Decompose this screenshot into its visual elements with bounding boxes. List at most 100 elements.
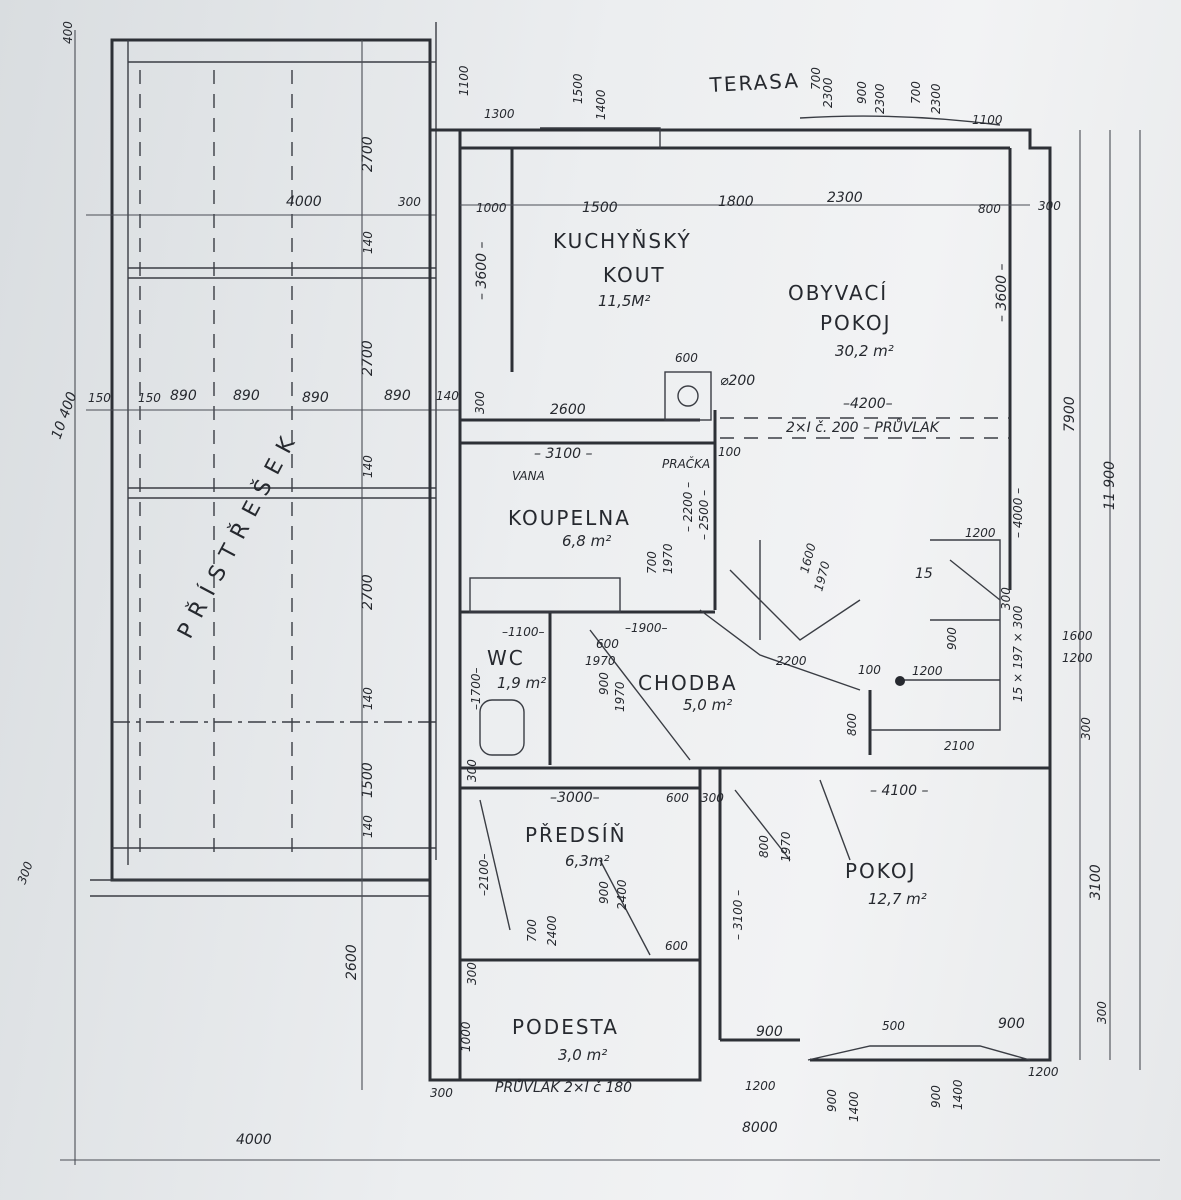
living-name-1: OBYVACÍ [788,281,888,305]
dim-600-w: 600 [596,637,619,651]
dim-800-s: 800 [845,713,859,736]
hall-area: 6,3m² [565,852,609,870]
dim-2200-v: – 2200 – [681,482,695,532]
dim-300-a: 300 [15,859,36,886]
dim-1970-a: 1970 [661,543,675,574]
dim-100-a: 100 [718,445,741,459]
dim-700-t2: 700 [909,81,923,104]
dim-890-c: 890 [302,390,329,406]
dim-1200-b: 1200 [1028,1065,1059,1079]
dim-4100: – 4100 – [870,783,929,799]
dim-2500: – 2500 – [697,490,711,540]
dim-4000-bottom: 4000 [236,1132,272,1148]
dim-2400-h: 2400 [545,915,559,946]
dim-300-bottom: 300 [430,1086,453,1100]
dim-1600-r: 1600 [1062,629,1093,643]
dim-800-p: 800 [757,835,771,858]
dim-2700-b: 2700 [360,340,376,376]
washer-label: PRAČKA [662,456,710,471]
dim-2300-t1: 2300 [821,77,835,108]
corridor-area: 5,0 m² [683,696,732,714]
dim-3000: –3000– [550,790,600,806]
bathroom-name: KOUPELNA [508,506,631,530]
dim-1400-w2: 1400 [951,1079,965,1110]
dim-140-c: 140 [361,687,375,710]
dim-300-b: 300 [398,195,421,209]
dim-1000: 1000 [476,201,507,215]
dim-2600: 2600 [344,944,360,980]
dim-1200-rr: 1200 [1062,651,1093,665]
dim-1100-w: –1100– [502,625,545,639]
annex-structure [60,22,460,1165]
dim-1200-s: 1200 [965,526,996,540]
dim-1400-w1: 1400 [847,1091,861,1122]
dim-2700-c: 2700 [360,574,376,610]
dim-1200-a: 1200 [745,1079,776,1093]
dim-4200: –4200– [843,396,893,412]
dim-2600-k: 2600 [550,402,586,418]
dim-1500-s: 1500 [360,762,376,798]
dim-1100-r: 1100 [972,113,1003,127]
dim-140-b: 140 [361,455,375,478]
dim-1900: –1900– [625,621,668,635]
dim-1970-p: 1970 [779,831,793,862]
dim-4000-s: – 4000 – [1011,488,1025,538]
dim-1700: –1700– [469,667,483,710]
dim-700: 700 [645,551,659,574]
dim-500: 500 [882,1019,905,1033]
dim-300-s: 300 [999,587,1013,610]
dim-8000: 8000 [742,1120,778,1136]
dim-900-h: 900 [597,881,611,904]
dim-1300: 1300 [484,107,515,121]
dim-15x197x300: 15 × 197 × 300 [1011,605,1025,702]
dim-300-p: 300 [465,962,479,985]
chimney-note: ⌀200 [720,373,755,389]
house-walls [428,115,1160,1161]
landing-area: 3,0 m² [558,1046,607,1064]
dim-100-b: 100 [858,663,881,677]
dim-150-a: 150 [88,391,111,405]
dim-700-h: 700 [525,919,539,942]
dim-1970-w: 1970 [585,654,616,668]
dim-11900: 11 900 [1102,461,1118,510]
dim-300-w: 300 [465,759,479,782]
dim-900-w2: 900 [929,1085,943,1108]
stair-count: 15 [915,566,933,582]
hall-name: PŘEDSÍŇ [525,823,627,847]
dim-800: 800 [978,202,1001,216]
dim-1400-t: 1400 [594,89,608,120]
dim-1200-r: 1200 [912,664,943,678]
beam-top-note: 2×I č. 200 – PRŮVLAK [786,418,941,436]
dim-2700-a: 2700 [360,136,376,172]
dim-300-rr: 300 [1079,717,1093,740]
bath-label: VANA [512,469,545,483]
dim-900-s: 900 [945,627,959,650]
dim-1800: 1800 [718,194,754,210]
dim-2100: 2100 [944,739,975,753]
dim-3100-r: 3100 [1088,864,1104,900]
dim-300-k: 300 [473,391,487,414]
dim-900-w1: 900 [825,1089,839,1112]
dim-900-t: 900 [855,81,869,104]
dim-900-a: 900 [756,1024,783,1040]
dim-900-c: 900 [597,672,611,695]
dim-2200-c: 2200 [776,654,807,668]
dim-1970-d: 1970 [811,559,833,592]
beam-bottom-note: PRŮVLAK 2×I č 180 [495,1078,632,1096]
dim-3100-b: – 3100 – [534,446,593,462]
dim-890-b: 890 [233,388,260,404]
kitchen-area: 11,5M² [598,292,650,310]
dim-600-c: 600 [675,351,698,365]
dim-900-b: 900 [998,1016,1025,1032]
dim-1500-k: 1500 [582,200,618,216]
annex-name: PŘÍSTŘEŠEK [172,424,305,643]
dim-3100-p: – 3100 – [731,890,745,940]
living-area: 30,2 m² [835,342,894,360]
dim-3600-right: – 3600 – [994,263,1010,322]
dim-150-b: 150 [138,391,161,405]
living-name-2: POKOJ [820,311,891,335]
dim-1100: 1100 [457,65,471,96]
dim-600-i: 600 [665,939,688,953]
